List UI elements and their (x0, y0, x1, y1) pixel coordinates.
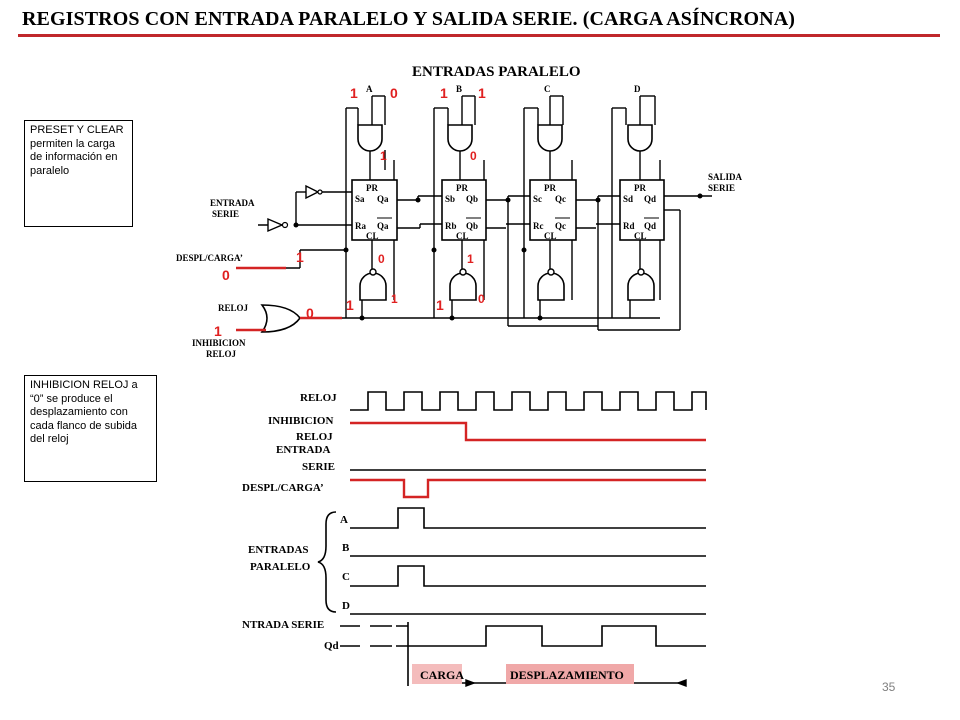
carga-box (412, 664, 462, 684)
value-and-a-out: 1 (380, 149, 387, 163)
nand-gate-b (449, 268, 477, 301)
svg-text:Rd: Rd (623, 221, 635, 231)
note-inhibicion: INHIBICION RELOJ a “0” se produce el des… (24, 375, 157, 482)
inhibicion-label-2: RELOJ (206, 349, 237, 359)
value-nand-b-left: 1 (436, 297, 444, 313)
svg-text:Sd: Sd (623, 194, 633, 204)
entrada-serie-inverter (267, 184, 323, 233)
despl-carga-label: DESPL/CARGA’ (176, 253, 243, 263)
value-or-out: 0 (306, 305, 314, 321)
svg-text:CL: CL (544, 231, 557, 241)
and-gate-d (627, 124, 653, 152)
svg-text:Sc: Sc (533, 194, 542, 204)
timing-serie-label: SERIE (302, 461, 335, 473)
svg-text:CL: CL (366, 231, 379, 241)
timing-inhibicion-label: INHIBICION (268, 415, 333, 427)
or-gate-reloj (260, 304, 301, 333)
svg-text:PR: PR (544, 183, 556, 193)
timing-a-label: A (340, 514, 348, 526)
salida-serie-label-2: SERIE (708, 183, 735, 193)
input-label-a: A (366, 84, 373, 94)
page-number: 35 (882, 680, 896, 694)
value-a-in-right: 0 (390, 85, 398, 101)
value-despl-low: 0 (222, 267, 230, 283)
and-gate-c (537, 124, 563, 152)
svg-text:Qa: Qa (377, 194, 389, 204)
nand-gate-c (537, 268, 565, 301)
timing-reloj-label: RELOJ (300, 392, 337, 404)
svg-text:Qa: Qa (377, 221, 389, 231)
value-inhib-in: 1 (214, 323, 222, 339)
svg-text:PR: PR (366, 183, 378, 193)
carga-label: CARGA (420, 668, 464, 682)
input-label-c: C (544, 84, 551, 94)
input-label-d: D (634, 84, 641, 94)
value-b-in-right: 1 (478, 85, 486, 101)
svg-text:Ra: Ra (355, 221, 366, 231)
timing-red-waveforms (350, 421, 706, 499)
value-nand-b-right: 0 (478, 292, 485, 306)
timing-entrada-serie-label: NTRADA SERIE (242, 619, 324, 631)
highlight-wires (236, 266, 342, 332)
flipflop-d: PR Sd Qd Rd Qd CL (619, 179, 665, 241)
page-title: REGISTROS CON ENTRADA PARALELO Y SALIDA … (22, 8, 796, 30)
svg-text:Qd: Qd (644, 221, 656, 231)
circuit-header: ENTRADAS PARALELO (412, 64, 581, 80)
svg-text:Qd: Qd (644, 194, 656, 204)
nand-gate-a (359, 268, 387, 301)
value-nand-a-left: 1 (346, 297, 354, 313)
phase-arrows (462, 678, 687, 688)
reloj-label: RELOJ (218, 303, 249, 313)
svg-text:Rc: Rc (533, 221, 544, 231)
timing-b-label: B (342, 542, 350, 554)
entrada-serie-label-1: ENTRADA (210, 198, 255, 208)
timing-despl-label: DESPL/CARGA’ (242, 482, 324, 494)
timing-labels: RELOJ INHIBICION RELOJ ENTRADA SERIE DES… (242, 392, 350, 652)
timing-c-label: C (342, 571, 350, 583)
salida-serie-label-1: SALIDA (708, 172, 743, 182)
flipflop-b: PR Sb Qb Rb Qb CL (441, 179, 487, 241)
svg-text:Qb: Qb (466, 221, 478, 231)
timing-paralelo-label: PARALELO (250, 561, 311, 573)
svg-text:Qb: Qb (466, 194, 478, 204)
value-nand-b-top: 1 (467, 252, 474, 266)
note-preset-clear: PRESET Y CLEAR permiten la carga de info… (24, 120, 133, 227)
and-gate-b (447, 124, 473, 152)
junction-dots (293, 193, 703, 321)
value-a-in-left: 1 (350, 85, 358, 101)
circuit-wires (236, 95, 712, 331)
value-despl-high: 1 (296, 249, 304, 265)
timing-reloj2-label: RELOJ (296, 431, 333, 443)
group-brace (317, 511, 337, 613)
value-nand-a-right: 1 (391, 292, 398, 306)
svg-text:Sb: Sb (445, 194, 455, 204)
timing-qd-label: Qd (324, 640, 339, 652)
flipflop-a: PR Sa Qa Ra Qa CL (351, 179, 398, 241)
svg-text:Qc: Qc (555, 221, 566, 231)
desplazamiento-box (506, 664, 634, 684)
timing-waveforms (340, 391, 707, 686)
svg-text:Sa: Sa (355, 194, 365, 204)
inhibicion-label-1: INHIBICION (192, 338, 246, 348)
desplazamiento-label: DESPLAZAMIENTO (510, 668, 624, 682)
timing-d-label: D (342, 600, 350, 612)
svg-text:Rb: Rb (445, 221, 457, 231)
value-b-in-left: 1 (440, 85, 448, 101)
svg-text:Qc: Qc (555, 194, 566, 204)
timing-entrada-label: ENTRADA (276, 444, 330, 456)
svg-text:CL: CL (634, 231, 647, 241)
svg-text:CL: CL (456, 231, 469, 241)
entrada-serie-label-2: SERIE (212, 209, 239, 219)
svg-text:PR: PR (634, 183, 646, 193)
input-label-b: B (456, 84, 462, 94)
svg-text:PR: PR (456, 183, 468, 193)
value-nand-a-top: 0 (378, 252, 385, 266)
value-and-b-out: 0 (470, 149, 477, 163)
and-gate-a (357, 124, 383, 152)
title-underline (18, 34, 940, 37)
flipflop-c: PR Sc Qc Rc Qc CL (529, 179, 577, 241)
timing-entradas-label: ENTRADAS (248, 544, 309, 556)
nand-gate-d (627, 268, 655, 301)
